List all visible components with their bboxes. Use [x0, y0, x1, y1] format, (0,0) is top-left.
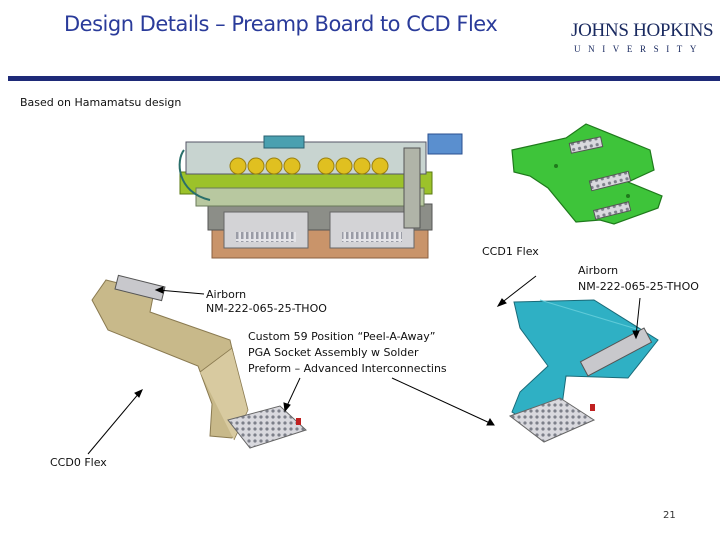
preamp-assembly-image — [178, 133, 463, 259]
header-rule — [8, 76, 720, 81]
arrow-airborn-left-head — [154, 286, 164, 294]
callout-arrows — [87, 275, 641, 455]
green-board-image — [511, 123, 663, 225]
label-socket-line-3: Preform – Advanced Interconnectins — [248, 362, 447, 375]
label-ccd1-flex: CCD1 Flex — [482, 245, 539, 258]
arrow-socket-right-head — [486, 418, 495, 426]
label-socket-line-1: Custom 59 Position “Peel-A-Away” — [248, 330, 436, 343]
ccd0-flex-image — [91, 274, 307, 449]
jhu-logo: JOHNS HOPKINS UNIVERSITY — [568, 20, 714, 60]
slide-title: Design Details – Preamp Board to CCD Fle… — [64, 12, 498, 36]
page-number: 21 — [663, 510, 676, 521]
label-airborn-right-part: NM-222-065-25-THOO — [578, 280, 699, 293]
arrow-ccd0-flex — [87, 391, 141, 455]
arrow-ccd0-flex-head — [134, 389, 143, 398]
arrow-ccd1-flex — [499, 275, 537, 305]
arrow-socket-left-head — [283, 402, 291, 413]
arrow-socket-left — [285, 377, 301, 409]
label-socket-line-2: PGA Socket Assembly w Solder — [248, 346, 419, 359]
arrow-airborn-left — [157, 289, 205, 295]
logo-line-2: UNIVERSITY — [574, 44, 704, 54]
arrow-ccd1-flex-head — [496, 298, 507, 307]
logo-line-1: JOHNS HOPKINS — [571, 20, 714, 41]
arrow-airborn-right-head — [632, 330, 640, 340]
arrow-socket-right — [391, 377, 493, 425]
subtitle: Based on Hamamatsu design — [20, 96, 182, 109]
ccd1-flex-image — [508, 299, 659, 443]
label-airborn-left-part: NM-222-065-25-THOO — [206, 302, 327, 315]
label-ccd0-flex: CCD0 Flex — [50, 456, 107, 469]
label-airborn-right: Airborn — [578, 264, 619, 277]
arrow-airborn-right — [635, 297, 641, 337]
label-airborn-left: Airborn — [206, 288, 247, 301]
